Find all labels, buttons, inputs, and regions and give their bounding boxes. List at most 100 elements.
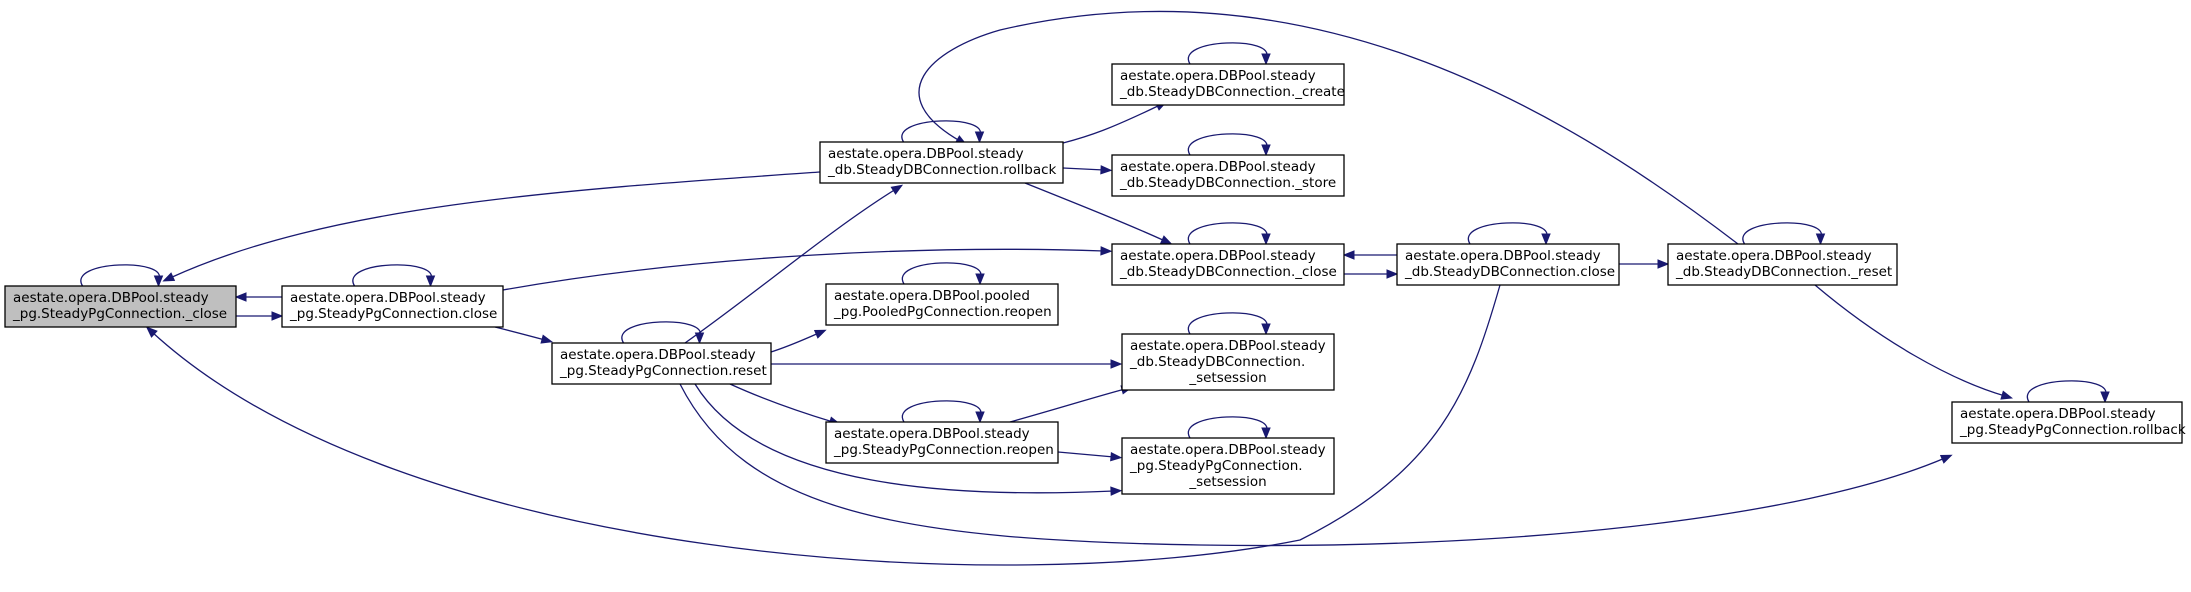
edge-db-create-to-db-create-arrowhead bbox=[1261, 53, 1271, 66]
node-box bbox=[1111, 154, 1345, 197]
node-label-line: aestate.opera.DBPool.steady bbox=[290, 290, 486, 306]
node-label-line: _db.SteadyDBConnection._close bbox=[1119, 264, 1337, 280]
node-box bbox=[281, 285, 504, 328]
edge-pg-reset-to-pg-setsession-arrowhead bbox=[1110, 486, 1123, 496]
node-pg-close-private[interactable]: aestate.opera.DBPool.steady_pg.SteadyPgC… bbox=[4, 285, 237, 328]
edge-pg-reset-to-pg-setsession bbox=[694, 383, 1115, 494]
edge-pg-reopen-to-pg-reopen bbox=[901, 400, 982, 423]
edge-db-rollback-to-db-close-private-arrowhead bbox=[1159, 235, 1173, 245]
node-label-line: _db.SteadyDBConnection.rollback bbox=[827, 162, 1057, 178]
edge-db-close-private-to-db-close-arrowhead bbox=[1386, 269, 1399, 279]
node-pooled-reopen[interactable]: aestate.opera.DBPool.pooled_pg.PooledPgC… bbox=[825, 283, 1059, 326]
node-label-line: _db.SteadyDBConnection. bbox=[1129, 354, 1305, 370]
node-label-line: _setsession bbox=[1188, 474, 1266, 490]
node-label-line: aestate.opera.DBPool.pooled bbox=[834, 288, 1030, 304]
node-pg-reopen[interactable]: aestate.opera.DBPool.steady_pg.SteadyPgC… bbox=[825, 421, 1059, 464]
edge-pg-close-private-to-pg-close-private bbox=[80, 264, 160, 287]
edge-db-store-to-db-store bbox=[1187, 133, 1268, 156]
edge-db-reset-to-db-reset-arrowhead bbox=[1815, 233, 1826, 246]
node-db-create[interactable]: aestate.opera.DBPool.steady_db.SteadyDBC… bbox=[1111, 63, 1345, 106]
node-pg-close[interactable]: aestate.opera.DBPool.steady_pg.SteadyPgC… bbox=[281, 285, 504, 328]
node-box bbox=[1111, 63, 1345, 106]
edge-pg-reopen-to-pg-setsession-arrowhead bbox=[1110, 451, 1123, 462]
edge-pg-close-to-pg-reset-arrowhead bbox=[540, 334, 554, 344]
node-box bbox=[1121, 437, 1335, 495]
node-box bbox=[825, 283, 1059, 326]
node-label-line: aestate.opera.DBPool.steady bbox=[1960, 406, 2156, 422]
edge-pg-reset-to-pg-reset bbox=[621, 321, 701, 344]
edge-db-reset-to-pg-rollback-arrowhead bbox=[2000, 390, 2014, 400]
edge-db-close-to-db-reset-arrowhead bbox=[1657, 259, 1670, 269]
nodes-layer: aestate.opera.DBPool.steady_pg.SteadyPgC… bbox=[4, 63, 2186, 495]
node-box bbox=[551, 342, 772, 385]
node-pg-rollback[interactable]: aestate.opera.DBPool.steady_pg.SteadyPgC… bbox=[1951, 401, 2186, 444]
edge-pg-close-to-pg-close-arrowhead bbox=[425, 275, 436, 288]
node-label-line: _db.SteadyDBConnection._create bbox=[1119, 84, 1345, 100]
edge-pg-close-private-to-pg-close-arrowhead bbox=[271, 311, 284, 321]
edges-layer bbox=[80, 10, 2110, 566]
edge-db-rollback-to-db-store bbox=[1062, 167, 1105, 171]
edge-pg-reset-to-pg-rollback-arrowhead bbox=[1939, 454, 1953, 464]
node-pg-setsession[interactable]: aestate.opera.DBPool.steady_pg.SteadyPgC… bbox=[1121, 437, 1335, 495]
node-label-line: _pg.SteadyPgConnection.close bbox=[289, 306, 497, 322]
edge-db-setsession-to-db-setsession-arrowhead bbox=[1261, 323, 1271, 336]
node-db-close[interactable]: aestate.opera.DBPool.steady_db.SteadyDBC… bbox=[1396, 243, 1620, 286]
edge-pg-close-to-pg-close bbox=[352, 264, 432, 287]
edge-pooled-reopen-to-pooled-reopen-arrowhead bbox=[975, 273, 985, 286]
edge-db-rollback-to-db-store-arrowhead bbox=[1100, 165, 1113, 175]
node-label-line: _pg.SteadyPgConnection.reopen bbox=[833, 442, 1054, 458]
node-label-line: _pg.SteadyPgConnection._close bbox=[12, 306, 227, 322]
node-db-setsession[interactable]: aestate.opera.DBPool.steady_db.SteadyDBC… bbox=[1121, 333, 1335, 391]
node-box bbox=[825, 421, 1059, 464]
edge-pg-reset-to-pg-reopen bbox=[729, 383, 834, 423]
node-box bbox=[1396, 243, 1620, 286]
node-label-line: aestate.opera.DBPool.steady bbox=[560, 347, 756, 363]
edge-db-reset-to-db-reset bbox=[1742, 222, 1822, 245]
edge-db-rollback-to-pg-close-private bbox=[169, 171, 821, 279]
edge-db-rollback-to-db-rollback-arrowhead bbox=[974, 131, 985, 144]
node-db-store[interactable]: aestate.opera.DBPool.steady_db.SteadyDBC… bbox=[1111, 154, 1345, 197]
edge-pg-rollback-to-pg-rollback bbox=[2026, 380, 2107, 403]
node-box bbox=[1111, 243, 1345, 286]
node-db-rollback[interactable]: aestate.opera.DBPool.steady_db.SteadyDBC… bbox=[819, 141, 1064, 184]
edge-db-reset-to-db-rollback bbox=[918, 10, 1739, 245]
edge-pg-setsession-to-pg-setsession-arrowhead bbox=[1261, 427, 1271, 440]
edge-db-store-to-db-store-arrowhead bbox=[1261, 144, 1271, 157]
edge-db-close-private-to-db-close-private bbox=[1187, 222, 1268, 245]
node-label-line: aestate.opera.DBPool.steady bbox=[1676, 248, 1872, 264]
edge-pg-reset-to-db-rollback bbox=[684, 188, 897, 344]
edge-db-close-to-db-close-private-arrowhead bbox=[1342, 250, 1355, 260]
edge-pg-reset-to-pg-rollback bbox=[679, 383, 1946, 547]
node-label-line: aestate.opera.DBPool.steady bbox=[828, 146, 1024, 162]
node-label-line: aestate.opera.DBPool.steady bbox=[1130, 338, 1326, 354]
node-box bbox=[1121, 333, 1335, 391]
edge-pg-reopen-to-db-setsession bbox=[1009, 388, 1126, 423]
edge-db-create-to-db-create bbox=[1187, 42, 1268, 65]
edge-db-rollback-to-pg-close-private-arrowhead bbox=[162, 272, 176, 282]
node-label-line: _db.SteadyDBConnection._reset bbox=[1675, 264, 1892, 280]
node-label-line: aestate.opera.DBPool.steady bbox=[1120, 159, 1316, 175]
node-db-reset[interactable]: aestate.opera.DBPool.steady_db.SteadyDBC… bbox=[1667, 243, 1898, 286]
edge-pg-setsession-to-pg-setsession bbox=[1187, 416, 1268, 439]
node-box bbox=[1667, 243, 1898, 286]
edge-pg-close-to-pg-close-private-arrowhead bbox=[234, 292, 247, 302]
edge-pg-reset-to-pooled-reopen-arrowhead bbox=[813, 329, 827, 339]
node-label-line: _pg.SteadyPgConnection.rollback bbox=[1959, 422, 2186, 438]
edge-db-close-to-pg-close-private bbox=[151, 284, 1501, 566]
edge-pg-reset-to-db-rollback-arrowhead bbox=[890, 184, 904, 195]
node-box bbox=[1951, 401, 2183, 444]
edge-pg-close-to-db-close-private bbox=[502, 248, 1105, 291]
edge-pg-rollback-to-pg-rollback-arrowhead bbox=[2100, 391, 2110, 404]
edge-pg-close-to-db-close-private-arrowhead bbox=[1100, 246, 1113, 256]
node-label-line: _setsession bbox=[1188, 370, 1266, 386]
node-label-line: aestate.opera.DBPool.steady bbox=[834, 426, 1030, 442]
edge-pooled-reopen-to-pooled-reopen bbox=[901, 262, 982, 285]
edge-pg-close-to-pg-reset bbox=[494, 326, 546, 341]
node-box bbox=[819, 141, 1064, 184]
edge-db-rollback-to-db-close-private bbox=[1024, 182, 1166, 242]
edge-db-rollback-to-db-rollback bbox=[901, 120, 981, 143]
node-label-line: aestate.opera.DBPool.steady bbox=[1130, 442, 1326, 458]
node-pg-reset[interactable]: aestate.opera.DBPool.steady_pg.SteadyPgC… bbox=[551, 342, 772, 385]
edge-db-close-to-pg-close-private-arrowhead bbox=[145, 326, 158, 338]
node-db-close-private[interactable]: aestate.opera.DBPool.steady_db.SteadyDBC… bbox=[1111, 243, 1345, 286]
